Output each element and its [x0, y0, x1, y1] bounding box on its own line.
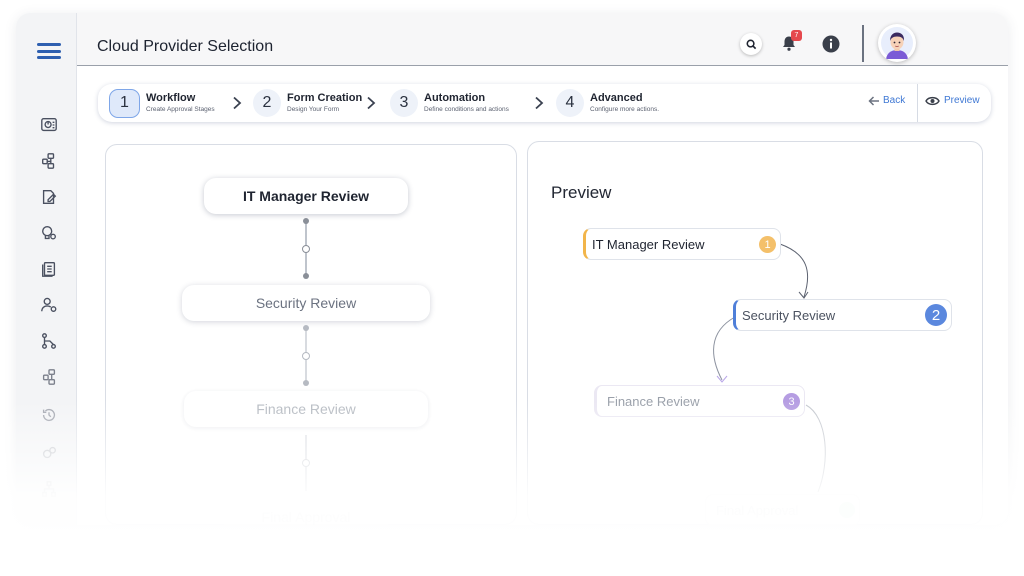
step-number: 1: [109, 88, 140, 118]
step-advanced[interactable]: 4 Advanced Configure more actions.: [556, 84, 659, 122]
back-label: Back: [883, 95, 906, 106]
preview-title: Preview: [551, 183, 612, 202]
sidebar-item-gear-group[interactable]: [39, 443, 59, 463]
sidebar-item-workflow[interactable]: [39, 151, 59, 171]
grid-flow-icon: [42, 369, 56, 385]
workflow-node[interactable]: Security Review: [182, 285, 430, 321]
add-step-icon[interactable]: [302, 352, 310, 360]
workflow-icon: [42, 153, 55, 169]
step-subtitle: Define conditions and actions: [424, 105, 509, 113]
step-badge: 1: [759, 236, 776, 253]
stepper-divider: [917, 84, 918, 122]
preview-node-label: Final Approval: [716, 502, 799, 518]
step-subtitle: Configure more actions.: [590, 105, 660, 113]
connector-dot: [303, 380, 309, 386]
step-subtitle: Create Approval Stages: [146, 105, 215, 113]
workflow-builder-panel: IT Manager Review Security Review Financ…: [105, 144, 517, 525]
chevron-right-icon: [534, 96, 544, 110]
eye-icon: [925, 96, 940, 105]
sidebar-item-edit[interactable]: [39, 187, 59, 207]
step-badge: 2: [925, 304, 947, 326]
preview-node[interactable]: Final Approval: [705, 494, 860, 525]
menu-icon[interactable]: [37, 43, 61, 59]
preview-button[interactable]: Preview: [925, 95, 980, 106]
sidebar-item-settings-bulb[interactable]: [39, 223, 59, 243]
sidebar: [16, 13, 77, 525]
org-chart-icon: [42, 481, 56, 497]
history-icon: [42, 408, 56, 422]
sidebar-item-org-chart[interactable]: [39, 479, 59, 499]
sidebar-item-history[interactable]: [39, 405, 59, 425]
step-automation[interactable]: 3 Automation Define conditions and actio…: [390, 84, 509, 122]
step-title: Automation: [424, 91, 486, 104]
preview-node[interactable]: IT Manager Review 1: [583, 228, 781, 260]
back-button[interactable]: Back: [868, 95, 905, 106]
avatar[interactable]: [878, 24, 916, 62]
header-divider: [862, 25, 864, 62]
workflow-node[interactable]: Final Approval: [224, 499, 388, 525]
chevron-right-icon: [366, 96, 376, 110]
preview-node-label: IT Manager Review: [592, 236, 705, 252]
step-number: 4: [556, 89, 584, 117]
info-icon: [822, 35, 840, 53]
gear-group-icon: [42, 446, 56, 459]
step-title: Workflow: [146, 91, 196, 104]
sidebar-item-documents[interactable]: [39, 259, 59, 279]
step-workflow[interactable]: 1 Workflow Create Approval Stages: [109, 84, 215, 122]
top-header: Cloud Provider Selection 7: [77, 13, 1008, 66]
dashboard-icon: [41, 118, 57, 132]
stepper: 1 Workflow Create Approval Stages 2 Form…: [98, 84, 991, 122]
step-form-creation[interactable]: 2 Form Creation Design Your Form: [253, 84, 362, 122]
step-number: 2: [253, 89, 281, 117]
page-title: Cloud Provider Selection: [97, 38, 274, 55]
add-step-icon[interactable]: [302, 459, 310, 467]
search-button[interactable]: [740, 33, 762, 55]
preview-node[interactable]: Finance Review 3: [594, 385, 805, 417]
step-title: Advanced: [590, 91, 643, 104]
connector-dot: [303, 325, 309, 331]
sidebar-item-users[interactable]: [39, 295, 59, 315]
preview-label: Preview: [944, 95, 980, 106]
step-title: Form Creation: [287, 91, 363, 104]
edit-document-icon: [42, 190, 57, 204]
settings-bulb-icon: [42, 226, 56, 240]
notification-badge: 7: [791, 30, 802, 41]
sidebar-item-grid-flow[interactable]: [39, 367, 59, 387]
step-number: 3: [390, 89, 418, 117]
preview-connectors: [713, 243, 826, 493]
documents-icon: [42, 262, 56, 277]
user-avatar-icon: [881, 27, 913, 59]
preview-node-label: Security Review: [742, 307, 836, 323]
workflow-node[interactable]: Finance Review: [184, 391, 428, 427]
info-button[interactable]: [820, 33, 842, 55]
connector-dot: [303, 218, 309, 224]
app-window: Cloud Provider Selection 7 1: [16, 13, 1008, 525]
user-settings-icon: [41, 297, 57, 312]
sidebar-item-dashboard[interactable]: [39, 115, 59, 135]
connector-dot: [303, 273, 309, 279]
step-subtitle: Design Your Form: [287, 105, 340, 113]
hierarchy-icon: [42, 333, 56, 349]
preview-node-label: Finance Review: [607, 393, 700, 409]
step-badge: [839, 502, 855, 518]
sidebar-item-hierarchy[interactable]: [39, 331, 59, 351]
arrow-left-icon: [868, 95, 879, 106]
preview-panel: Preview IT Manager Review 1 Security Rev…: [527, 141, 983, 525]
search-icon: [746, 39, 756, 49]
chevron-right-icon: [232, 96, 242, 110]
preview-node[interactable]: Security Review 2: [733, 299, 952, 331]
add-step-icon[interactable]: [302, 245, 310, 253]
step-badge: 3: [783, 393, 800, 410]
workflow-node[interactable]: IT Manager Review: [204, 178, 408, 214]
